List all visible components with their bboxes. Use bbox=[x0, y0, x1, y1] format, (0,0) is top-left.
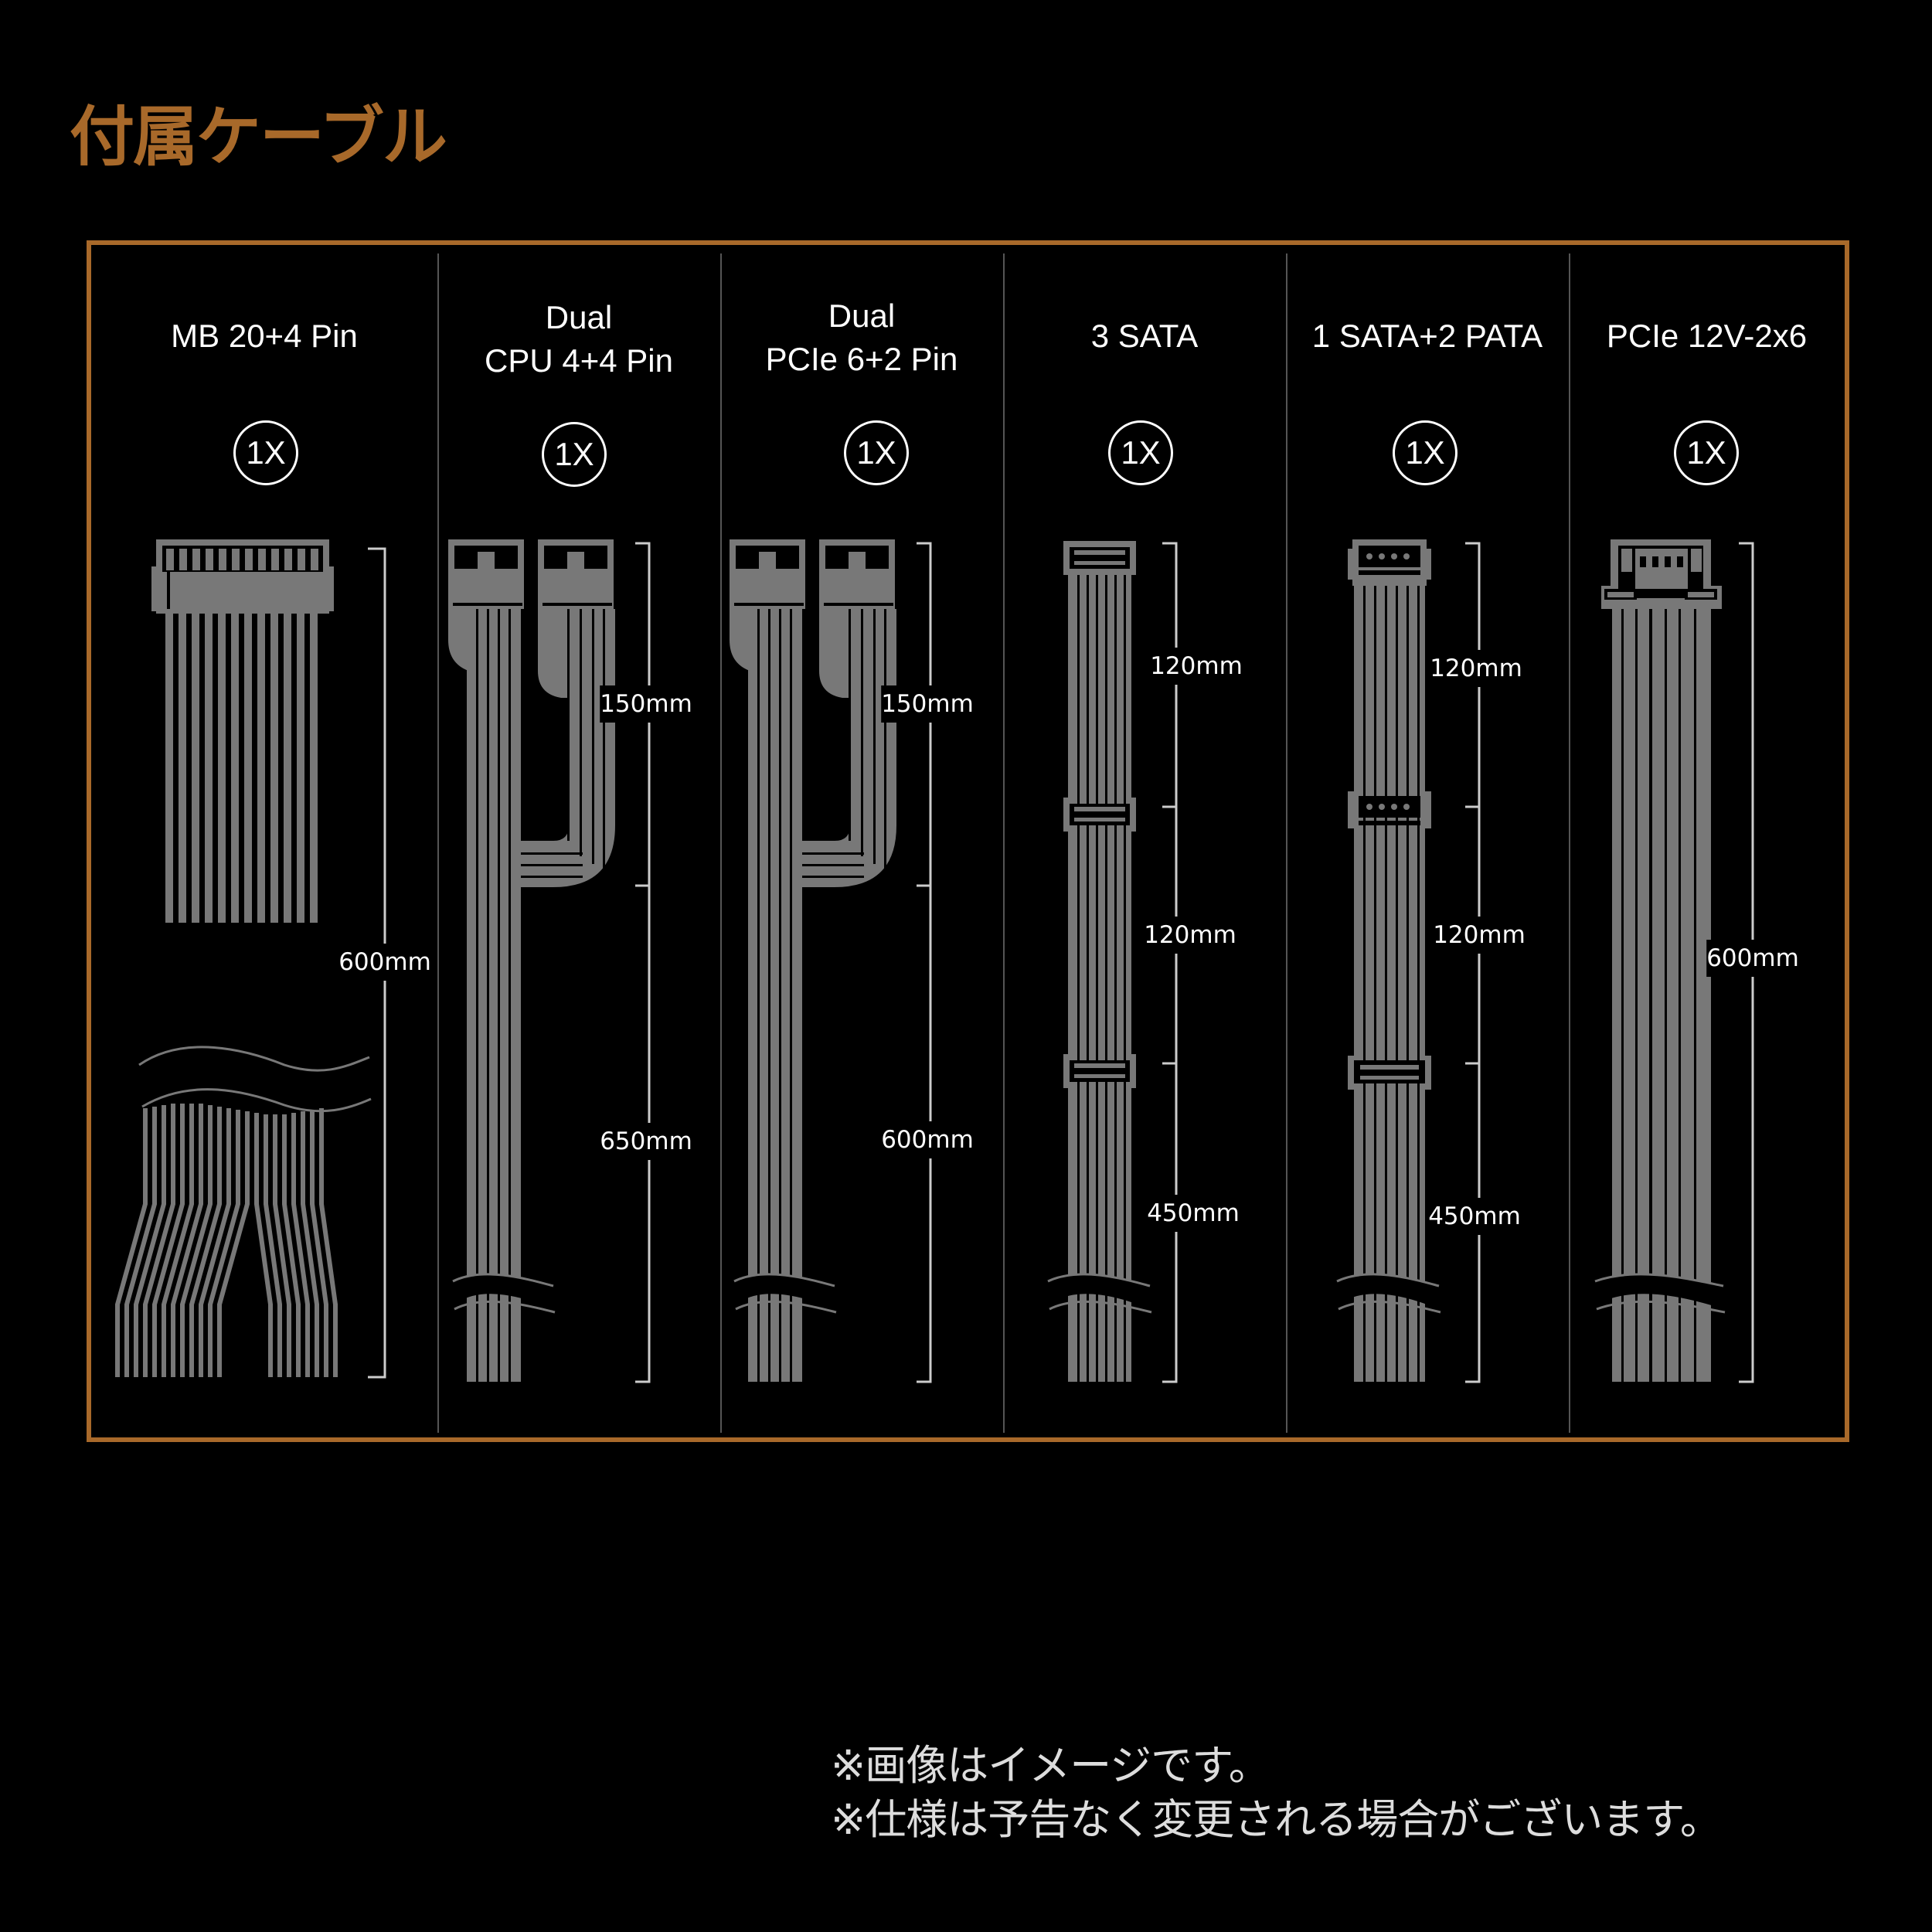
length-label: 120mm bbox=[1150, 648, 1243, 685]
cable-column-pcie: Dual PCIe 6+2 Pin 1X bbox=[720, 253, 1005, 1433]
length-label: 600mm bbox=[1706, 940, 1799, 977]
length-label: 600mm bbox=[881, 1121, 974, 1158]
length-label: 150mm bbox=[600, 685, 692, 723]
length-label: 120mm bbox=[1144, 917, 1236, 954]
cable-column-12v2x6: PCIe 12V-2x6 1X bbox=[1569, 253, 1845, 1433]
length-label: 450mm bbox=[1147, 1195, 1240, 1232]
cable-title: MB 20+4 Pin bbox=[171, 318, 358, 354]
length-label: 450mm bbox=[1428, 1198, 1521, 1235]
length-label: 120mm bbox=[1430, 650, 1522, 687]
sata-icon bbox=[1043, 541, 1178, 1383]
12v-2x6-icon bbox=[1590, 539, 1754, 1383]
cable-title-line2: CPU 4+4 Pin bbox=[485, 342, 673, 379]
length-label: 650mm bbox=[600, 1123, 692, 1160]
cable-column-cpu: Dual CPU 4+4 Pin 1X bbox=[437, 253, 722, 1433]
quantity-badge: 1X bbox=[542, 422, 607, 487]
length-label: 150mm bbox=[881, 685, 974, 723]
cable-title-line2: PCIe 6+2 Pin bbox=[765, 341, 958, 377]
cable-column-sata: 3 SATA 1X 120mm 120mm 4 bbox=[1003, 253, 1287, 1433]
length-label: 120mm bbox=[1433, 917, 1526, 954]
page-title: 付属ケーブル bbox=[70, 99, 447, 175]
note-image-disclaimer: ※画像はイメージです。 bbox=[831, 1741, 1270, 1790]
quantity-badge: 1X bbox=[1674, 420, 1739, 485]
quantity-badge: 1X bbox=[1108, 420, 1173, 485]
quantity-badge: 1X bbox=[1393, 420, 1458, 485]
length-label: 600mm bbox=[338, 944, 431, 981]
quantity-badge: 1X bbox=[233, 420, 298, 485]
cable-title-line1: Dual bbox=[545, 299, 613, 335]
disclaimer-notes: ※画像はイメージです。 ※仕様は予告なく変更される場合がございます。 bbox=[831, 1739, 1722, 1847]
cable-title: 3 SATA bbox=[1090, 318, 1199, 354]
cable-column-sata-pata: 1 SATA+2 PATA 1X bbox=[1286, 253, 1570, 1433]
quantity-badge: 1X bbox=[844, 420, 909, 485]
cable-column-mb: MB 20+4 Pin 1X bbox=[91, 253, 439, 1433]
molex-icon bbox=[1332, 539, 1481, 1383]
cable-title: PCIe 12V-2x6 bbox=[1606, 318, 1808, 354]
cable-title-line1: Dual bbox=[828, 298, 896, 334]
eps-8pin-icon bbox=[447, 539, 651, 1383]
atx-24pin-icon bbox=[115, 539, 386, 1379]
cable-title: 1 SATA+2 PATA bbox=[1311, 318, 1543, 354]
cable-table: MB 20+4 Pin 1X bbox=[87, 240, 1849, 1442]
pcie-8pin-icon bbox=[728, 539, 932, 1383]
note-spec-change: ※仕様は予告なく変更される場合がございます。 bbox=[831, 1795, 1722, 1844]
